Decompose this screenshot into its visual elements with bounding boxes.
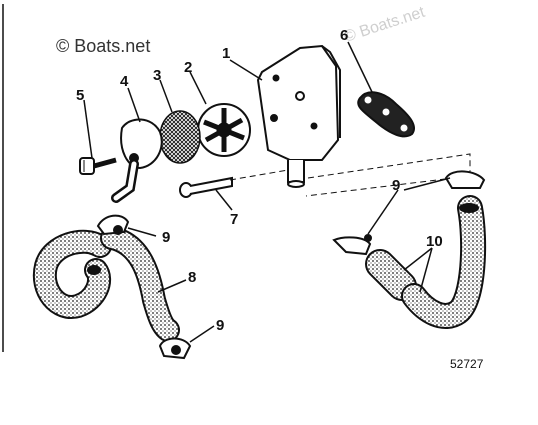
hose-clamp bbox=[332, 234, 372, 256]
leader-lines bbox=[83, 41, 451, 343]
callout-3: 3 bbox=[153, 67, 161, 84]
watermark-faded-text: © Boats.net bbox=[342, 4, 428, 46]
callout-9-clamp-bottom: 9 bbox=[216, 317, 224, 334]
hose-clamp bbox=[158, 337, 192, 360]
callout-7: 7 bbox=[230, 211, 238, 228]
diagram-number: 52727 bbox=[450, 357, 484, 371]
j-hose-right bbox=[401, 195, 487, 329]
callout-2: 2 bbox=[184, 59, 192, 76]
pump-cover bbox=[111, 118, 163, 203]
mounting-screw bbox=[179, 176, 233, 198]
callout-5: 5 bbox=[76, 87, 84, 104]
callout-4: 4 bbox=[120, 73, 129, 90]
alignment-dashes bbox=[229, 153, 471, 197]
watermark-text: © Boats.net bbox=[56, 36, 150, 56]
hose-clamp bbox=[444, 170, 486, 189]
fuel-hose-left bbox=[32, 226, 180, 342]
callout-6: 6 bbox=[340, 27, 348, 44]
cover-screw bbox=[79, 157, 117, 175]
short-hose bbox=[365, 249, 417, 301]
callout-9-clamp-right: 9 bbox=[392, 177, 400, 194]
fuel-pump-body bbox=[256, 44, 341, 188]
pump-gasket bbox=[357, 91, 415, 138]
fuel-screen bbox=[159, 110, 201, 164]
valve-plate bbox=[197, 103, 251, 157]
callout-10: 10 bbox=[426, 233, 443, 250]
callout-9-clamp-left: 9 bbox=[162, 229, 170, 246]
hose-clamp bbox=[96, 214, 130, 236]
callout-8: 8 bbox=[188, 269, 196, 286]
callout-1: 1 bbox=[222, 45, 230, 62]
